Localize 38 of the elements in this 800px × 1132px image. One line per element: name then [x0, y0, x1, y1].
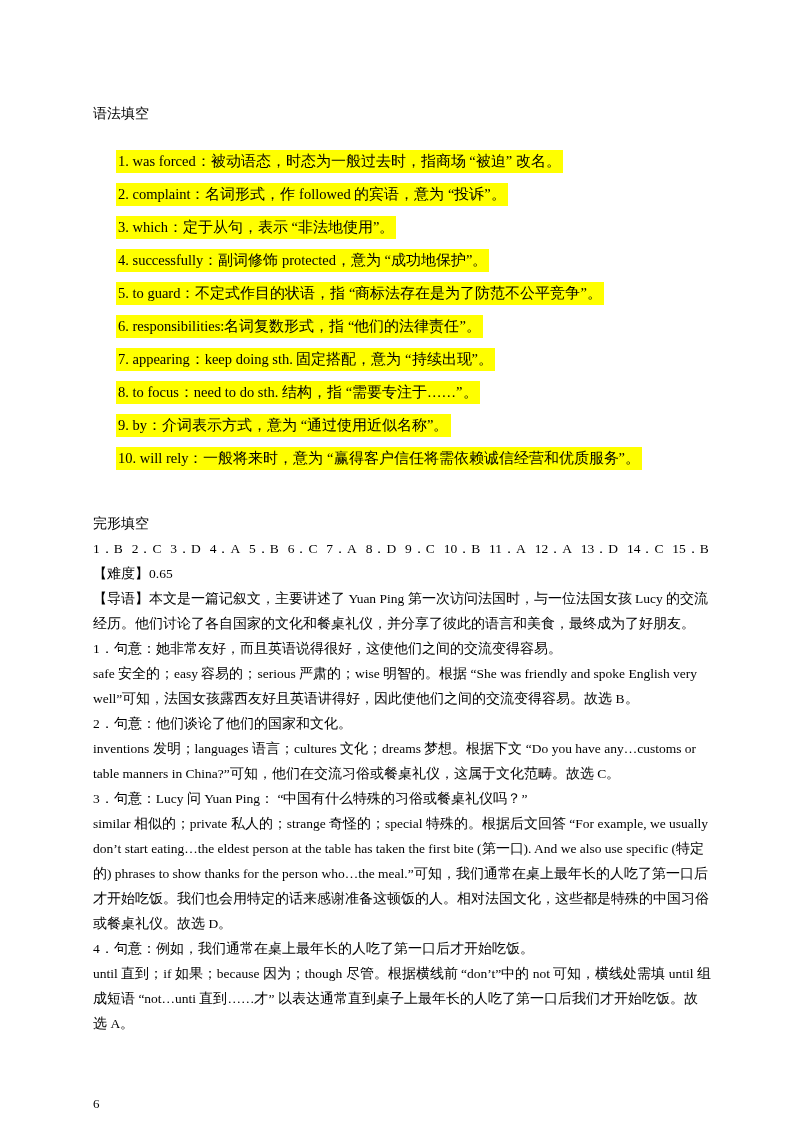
section-heading: 完形填空 [93, 515, 149, 533]
answer-key: 2．C [131, 536, 162, 561]
explanation-text: 【导语】本文是一篇记叙文，主要讲述了 Yuan Ping 第一次访问法国时，与一位法国女孩 Lucy 的交流经历。他们讨论了各自国家的文化和餐桌礼仪，并分享了彼此的语言和美食，最终成为了好朋友。 [93, 590, 710, 633]
answer-key: 5．B [249, 536, 279, 561]
explanation-text: 3．句意：Lucy 问 Yuan Ping： “中国有什么特殊的习俗或餐桌礼仪吗？” [93, 790, 529, 808]
answer-key: 6．C [287, 536, 318, 561]
explanation-text: 【难度】0.65 [93, 565, 174, 583]
highlighted-answer: 4. successfully：副词修饰 protected，意为 “成功地保护”。 [116, 249, 490, 272]
explanation-text: safe 安全的；easy 容易的；serious 严肃的；wise 明智的。根据 “She was friendly and spoke English very well”可知，法国女孩露西友好且英语讲得好，因此使他们之间的交流变得容易。故选 B。 [93, 665, 699, 708]
highlighted-answer: 3. which：定于从句，表示 “非法地使用”。 [116, 216, 397, 239]
highlighted-answer: 5. to guard：不定式作目的状语，指 “商标法存在是为了防范不公平竞争”。 [116, 282, 604, 305]
section-heading: 语法填空 [93, 105, 149, 123]
explanation-text: inventions 发明；languages 语言；cultures 文化；dreams 梦想。根据下文 “Do you have any…customs or table manners in China?”可知，他们在交流习俗或餐桌礼仪，这属于文化范畴。故选 C。 [93, 740, 698, 783]
answer-key: 12．A [534, 536, 572, 561]
answer-key: 8．D [365, 536, 397, 561]
answer-key: 14．C [626, 536, 664, 561]
explanation-text: similar 相似的；private 私人的；strange 奇怪的；special 特殊的。根据后文回答 “For example, we usually don’t start eating…the eldest person at the table has taken the first bite (第一口). And we also use specific (特定的) phrases to show thanks for the person who…the meal.”可知，我们通常在桌上最年长的人吃了第一口后才开始吃饭。我们也会用特定的话来感谢准备这顿饭的人。相对法国文化，这些都是特殊的中国习俗或餐桌礼仪。故选 D。 [93, 815, 710, 933]
answer-key: 10．B [443, 536, 481, 561]
explanation-text: 2．句意：他们谈论了他们的国家和文化。 [93, 715, 353, 733]
highlighted-answer: 2. complaint：名词形式，作 followed 的宾语，意为 “投诉”。 [116, 183, 508, 206]
page-number: 6 [93, 1095, 100, 1113]
answer-key: 7．A [326, 536, 357, 561]
answer-key: 15．B [672, 536, 709, 561]
answer-key: 4．A [209, 536, 241, 561]
answer-key: 1．B [93, 536, 123, 561]
highlighted-answer: 10. will rely：一般将来时，意为 “赢得客户信任将需依赖诚信经营和优质服务”。 [116, 447, 642, 470]
answer-key: 11．A [489, 536, 526, 561]
explanation-text: 1．句意：她非常友好，而且英语说得很好，这使他们之间的交流变得容易。 [93, 640, 563, 658]
highlighted-answer: 9. by：介词表示方式，意为 “通过使用近似名称”。 [116, 414, 451, 437]
answer-key: 3．D [170, 536, 201, 561]
highlighted-answer: 1. was forced：被动语态，时态为一般过去时，指商场 “被迫” 改名。 [116, 150, 563, 173]
highlighted-answer: 8. to focus：need to do sth. 结构，指 “需要专注于……”。 [116, 381, 480, 404]
answer-key: 13．D [580, 536, 619, 561]
explanation-text: 4．句意：例如，我们通常在桌上最年长的人吃了第一口后才开始吃饭。 [93, 940, 535, 958]
highlighted-answer: 7. appearing：keep doing sth. 固定搭配，意为 “持续出现”。 [116, 348, 495, 371]
highlighted-answer: 6. responsibilities:名词复数形式，指 “他们的法律责任”。 [116, 315, 483, 338]
answer-key: 9．C [405, 536, 435, 561]
explanation-text: until 直到；if 如果；because 因为；though 尽管。根据横线前 “don’t”中的 not 可知，横线处需填 until 组成短语 “not…unti 直到……才” 以表达通常直到桌子上最年长的人吃了第一口后我们才开始吃饭。故选 A。 [93, 965, 711, 1033]
